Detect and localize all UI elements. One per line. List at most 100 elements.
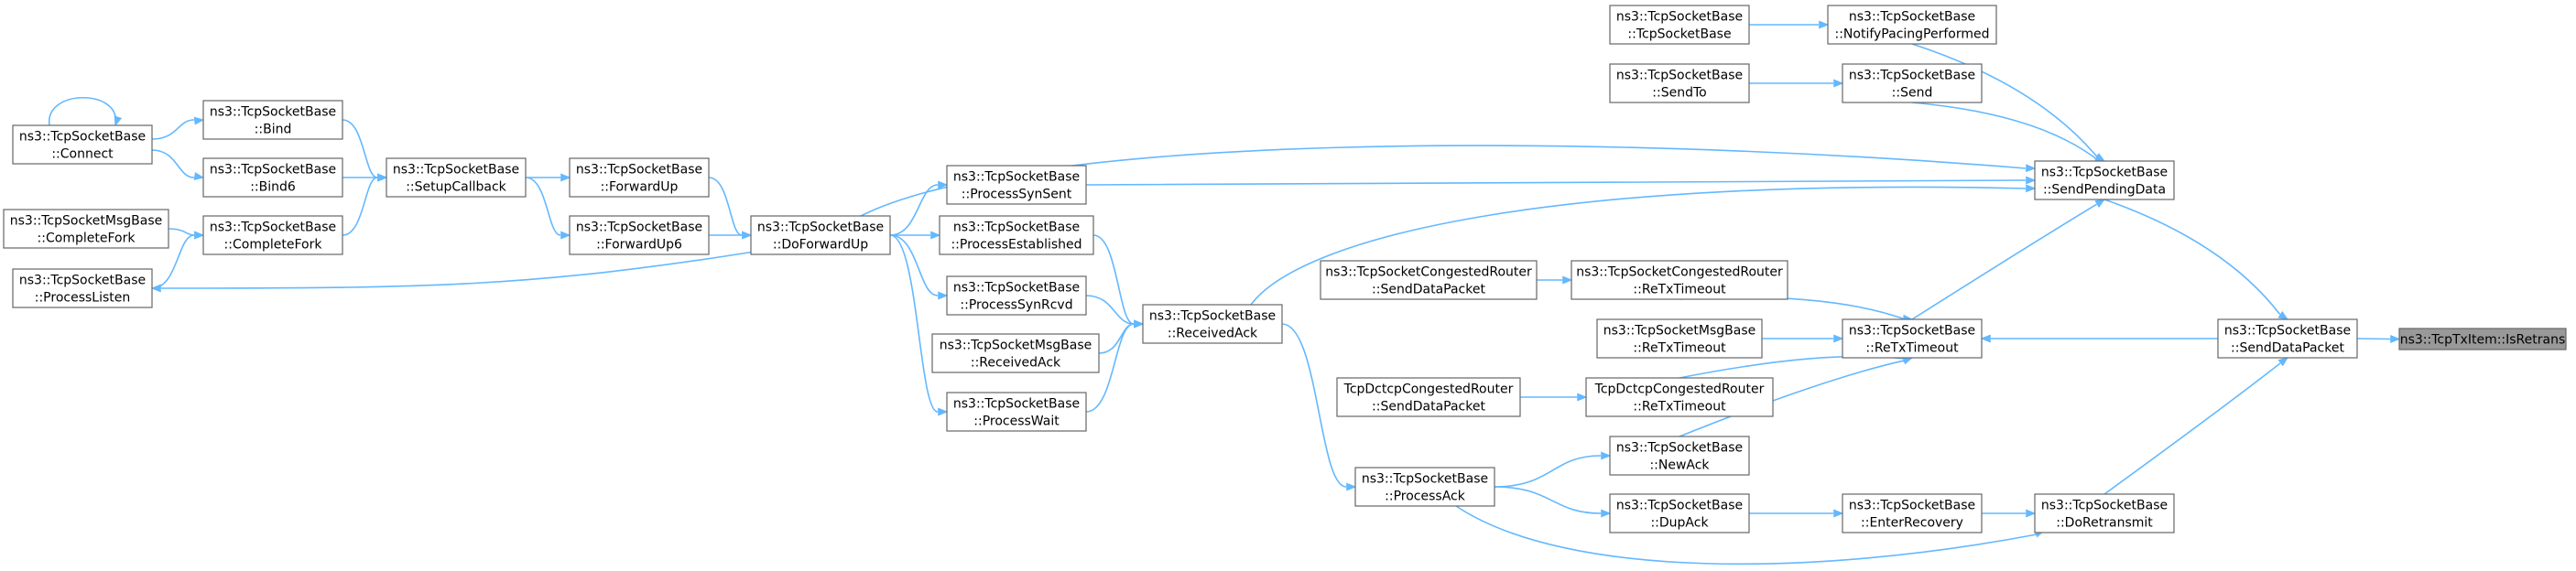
node-forwardup6[interactable]: ns3::TcpSocketBase::ForwardUp6 bbox=[569, 215, 710, 255]
node-label: ns3::TcpSocketBase bbox=[393, 163, 519, 178]
edge-line bbox=[1281, 323, 1347, 488]
edge-ctor-to-notifypacing bbox=[1749, 20, 1830, 29]
node-box bbox=[1609, 5, 1750, 45]
node-setupcallback[interactable]: ns3::TcpSocketBase::SetupCallback bbox=[386, 157, 527, 198]
node-label: ::SendDataPacket bbox=[1372, 283, 1485, 297]
node-box bbox=[202, 215, 343, 255]
node-senddatapacket[interactable]: ns3::TcpSocketBase::SendDataPacket bbox=[2217, 318, 2358, 359]
node-label: ns3::TcpSocketBase bbox=[1849, 10, 1975, 25]
node-bind[interactable]: ns3::TcpSocketBase::Bind bbox=[202, 100, 343, 140]
node-enterrecovery[interactable]: ns3::TcpSocketBase::EnterRecovery bbox=[1842, 493, 1983, 533]
edge-arrowhead bbox=[1562, 275, 1573, 285]
edge-line bbox=[889, 234, 939, 296]
node-label: ns3::TcpSocketBase bbox=[210, 221, 336, 235]
node-forwardup[interactable]: ns3::TcpSocketBase::ForwardUp bbox=[569, 157, 710, 198]
edge-arrowhead bbox=[193, 116, 205, 125]
node-msg_receivedack[interactable]: ns3::TcpSocketMsgBase::ReceivedAck bbox=[931, 333, 1100, 373]
node-box bbox=[1142, 304, 1283, 344]
node-isretrans[interactable]: ns3::TcpTxItem::IsRetrans bbox=[2398, 328, 2567, 350]
node-box bbox=[1609, 63, 1750, 103]
node-layer: ns3::TcpTxItem::IsRetransns3::TcpSocketB… bbox=[3, 5, 2567, 533]
node-box bbox=[386, 157, 527, 198]
node-msg_retx[interactable]: ns3::TcpSocketMsgBase::ReTxTimeout bbox=[1596, 318, 1763, 359]
node-ctor[interactable]: ns3::TcpSocketBase::TcpSocketBase bbox=[1609, 5, 1750, 45]
node-box bbox=[1842, 63, 1983, 103]
node-box bbox=[931, 333, 1100, 373]
edge-forwardup6-to-doforwardup bbox=[709, 231, 753, 240]
edge-senddatapacket-to-isretrans bbox=[2356, 335, 2401, 343]
edge-line bbox=[1494, 486, 1602, 514]
node-box bbox=[569, 157, 710, 198]
edge-arrowhead bbox=[1346, 482, 1357, 491]
node-label: ns3::TcpSocketBase bbox=[19, 130, 146, 145]
node-completefork[interactable]: ns3::TcpSocketBase::CompleteFork bbox=[202, 215, 343, 255]
node-doretransmit[interactable]: ns3::TcpSocketBase::DoRetransmit bbox=[2034, 493, 2175, 533]
node-label: ns3::TcpTxItem::IsRetrans bbox=[2400, 333, 2566, 348]
node-label: ns3::TcpSocketMsgBase bbox=[940, 339, 1092, 353]
node-box bbox=[1354, 467, 1495, 507]
edge-line bbox=[1085, 179, 2027, 186]
node-processsynrcvd[interactable]: ns3::TcpSocketBase::ProcessSynRcvd bbox=[946, 275, 1087, 316]
edge-line bbox=[889, 234, 939, 413]
node-label: ::CompleteFork bbox=[224, 238, 323, 253]
node-dctcp_send[interactable]: TcpDctcpCongestedRouter::SendDataPacket bbox=[1336, 377, 1521, 417]
edge-setupcallback-to-forwardup6 bbox=[525, 177, 571, 240]
edge-cr_send-to-cr_retx bbox=[1537, 275, 1573, 285]
node-label: ::Bind6 bbox=[250, 180, 296, 195]
node-box bbox=[946, 275, 1087, 316]
node-msg_completefork[interactable]: ns3::TcpSocketMsgBase::CompleteFork bbox=[3, 209, 169, 249]
node-receivedack[interactable]: ns3::TcpSocketBase::ReceivedAck bbox=[1142, 304, 1283, 344]
node-bind6[interactable]: ns3::TcpSocketBase::Bind6 bbox=[202, 157, 343, 198]
edge-line bbox=[1455, 505, 2038, 566]
edge-processwait-to-receivedack bbox=[1085, 319, 1145, 413]
node-label: ::EnterRecovery bbox=[1861, 516, 1963, 531]
node-label: ::ProcessAck bbox=[1385, 490, 1466, 504]
node-label: ns3::TcpSocketBase bbox=[210, 163, 336, 178]
edge-arrowhead bbox=[1601, 509, 1612, 518]
node-processsynsent[interactable]: ns3::TcpSocketBase::ProcessSynSent bbox=[946, 165, 1087, 205]
edge-arrowhead bbox=[2390, 335, 2401, 343]
node-send[interactable]: ns3::TcpSocketBase::Send bbox=[1842, 63, 1983, 103]
node-processlisten[interactable]: ns3::TcpSocketBase::ProcessListen bbox=[12, 268, 153, 308]
edge-arrowhead bbox=[194, 231, 205, 240]
edge-line bbox=[168, 228, 195, 236]
node-sendto[interactable]: ns3::TcpSocketBase::SendTo bbox=[1609, 63, 1750, 103]
node-label: ns3::TcpSocketBase bbox=[1616, 499, 1743, 513]
node-doforwardup[interactable]: ns3::TcpSocketBase::DoForwardUp bbox=[750, 215, 891, 255]
edge-arrowhead bbox=[114, 115, 123, 127]
node-box bbox=[202, 100, 343, 140]
node-notifypacing[interactable]: ns3::TcpSocketBase::NotifyPacingPerforme… bbox=[1827, 5, 1997, 45]
edge-line bbox=[1911, 43, 2098, 157]
node-dupack[interactable]: ns3::TcpSocketBase::DupAck bbox=[1609, 493, 1750, 533]
node-box bbox=[1596, 318, 1763, 359]
edge-receivedack-to-processack bbox=[1281, 323, 1357, 491]
edge-doforwardup-to-processlisten bbox=[150, 250, 761, 293]
edge-doforwardup-to-processsynrcvd bbox=[889, 234, 949, 300]
node-box bbox=[2034, 160, 2175, 200]
edge-sendto-to-send bbox=[1749, 79, 1844, 88]
node-dctcp_retx[interactable]: TcpDctcpCongestedRouter::ReTxTimeout bbox=[1585, 377, 1774, 417]
edge-retxtimeout-to-sendpendingdata bbox=[1911, 199, 2106, 320]
edge-arrowhead bbox=[2094, 199, 2106, 208]
node-cr_send[interactable]: ns3::TcpSocketCongestedRouter::SendDataP… bbox=[1320, 260, 1538, 300]
node-sendpendingdata[interactable]: ns3::TcpSocketBase::SendPendingData bbox=[2034, 160, 2175, 200]
node-retxtimeout[interactable]: ns3::TcpSocketBase::ReTxTimeout bbox=[1842, 318, 1983, 359]
node-label: ::NotifyPacingPerformed bbox=[1834, 27, 1989, 42]
node-box bbox=[2217, 318, 2358, 359]
node-box bbox=[1609, 436, 1750, 476]
node-cr_retx[interactable]: ns3::TcpSocketCongestedRouter::ReTxTimeo… bbox=[1571, 260, 1788, 300]
node-label: ns3::TcpSocketBase bbox=[953, 170, 1080, 185]
node-connect[interactable]: ns3::TcpSocketBase::Connect bbox=[12, 124, 153, 165]
node-processack[interactable]: ns3::TcpSocketBase::ProcessAck bbox=[1354, 467, 1495, 507]
edge-connect-to-bind6 bbox=[151, 149, 205, 180]
node-label: ::ReceivedAck bbox=[971, 356, 1061, 371]
edge-connect-to-bind bbox=[151, 116, 205, 140]
edge-arrowhead bbox=[2026, 184, 2037, 193]
node-newack[interactable]: ns3::TcpSocketBase::NewAck bbox=[1609, 436, 1750, 476]
node-processestablished[interactable]: ns3::TcpSocketBase::ProcessEstablished bbox=[939, 215, 1094, 255]
edge-arrowhead bbox=[2277, 357, 2289, 367]
node-processwait[interactable]: ns3::TcpSocketBase::ProcessWait bbox=[946, 392, 1087, 432]
node-box bbox=[946, 392, 1087, 432]
node-box bbox=[939, 215, 1094, 255]
node-label: ns3::TcpSocketBase bbox=[2041, 499, 2168, 513]
